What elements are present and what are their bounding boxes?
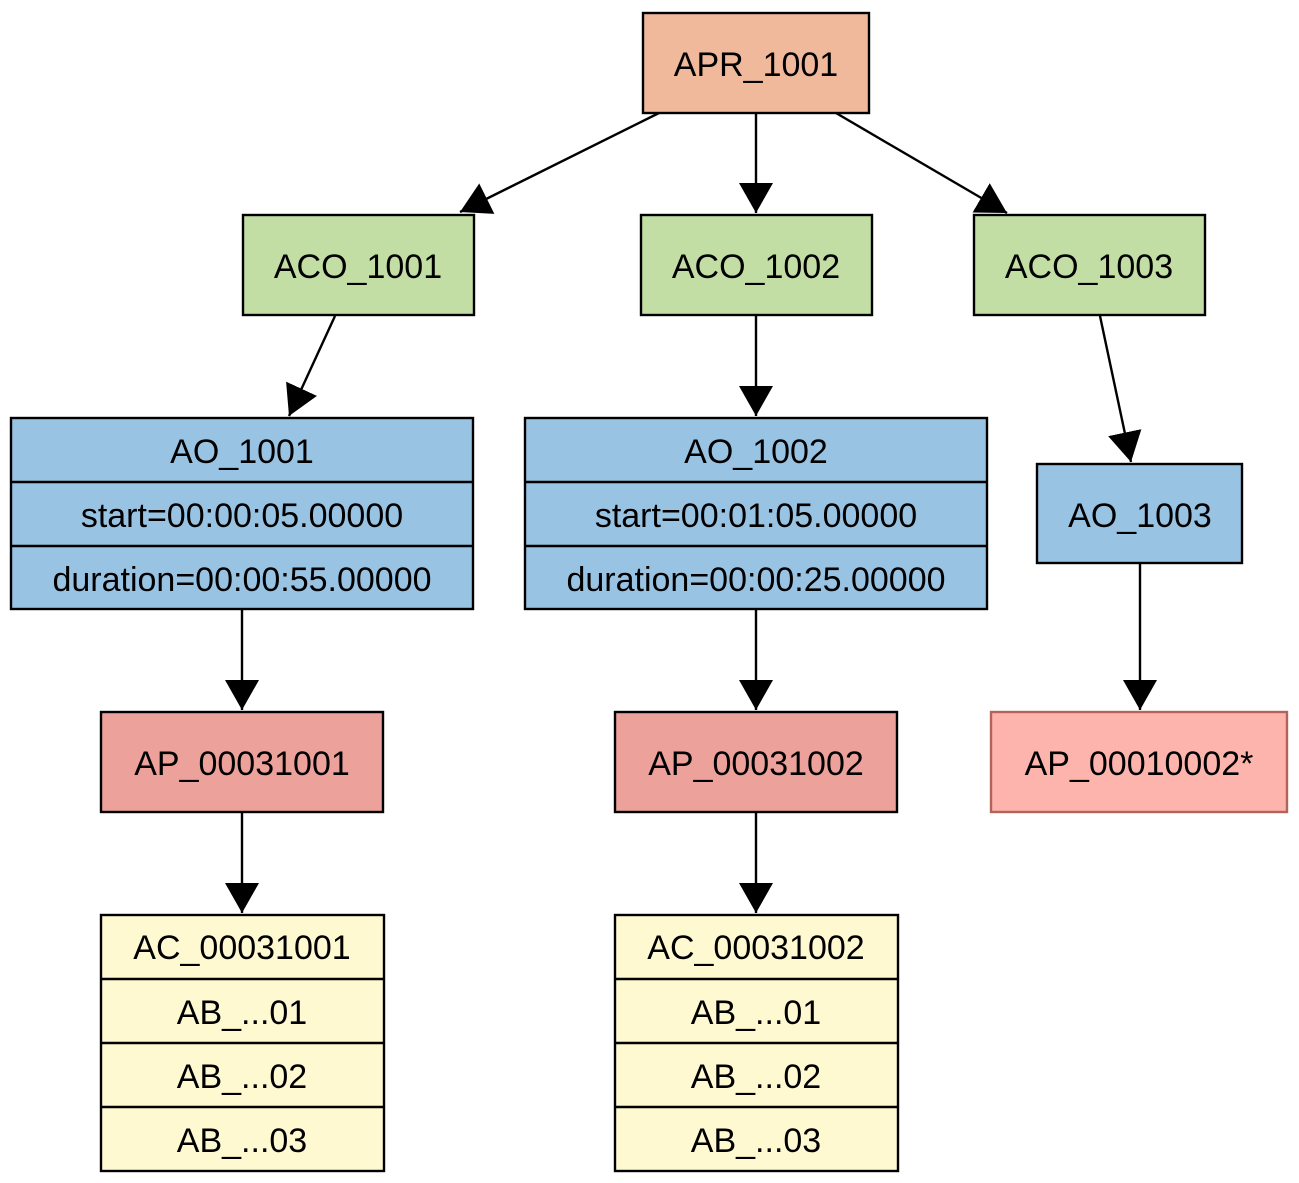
node-box: [241, 213, 476, 317]
node-ap-00031002: AP_00031002: [613, 710, 899, 814]
node-label: APR_1001: [674, 46, 838, 84]
node-box: [639, 213, 874, 317]
node-label: AO_1001: [170, 433, 314, 471]
node-ap-00010002-missing: AP_00010002*: [989, 710, 1289, 814]
node-label: ACO_1003: [1005, 248, 1173, 286]
node-label: AP_00031001: [134, 745, 350, 783]
node-box: [989, 710, 1289, 814]
node-ap-00031001: AP_00031001: [99, 710, 385, 814]
node-label: AP_00010002*: [1025, 745, 1254, 783]
node-label: AO_1002: [684, 433, 828, 471]
node-box: [1035, 462, 1244, 565]
node-duration: duration=00:00:55.00000: [52, 561, 431, 599]
node-box: [972, 213, 1207, 317]
node-item: AB_...02: [691, 1058, 821, 1096]
node-label: ACO_1001: [274, 248, 442, 286]
node-box: [641, 11, 871, 115]
node-start: start=00:01:05.00000: [595, 497, 917, 535]
node-aco-1003: ACO_1003: [972, 213, 1207, 317]
edge-root-aco3: [835, 111, 1008, 215]
node-item: AB_...03: [691, 1122, 821, 1160]
edges: [225, 111, 1157, 913]
node-ao-1001: AO_1001 start=00:00:05.00000 duration=00…: [9, 416, 475, 611]
node-ac-00031002: AC_00031002 AB_...01 AB_...02 AB_...03: [613, 913, 900, 1173]
node-start: start=00:00:05.00000: [81, 497, 403, 535]
node-item: AB_...01: [177, 994, 307, 1032]
node-label: AP_00031002: [648, 745, 864, 783]
node-ac-00031001: AC_00031001 AB_...01 AB_...02 AB_...03: [99, 913, 386, 1173]
node-label: AO_1003: [1068, 497, 1212, 535]
record-box: [523, 416, 989, 611]
node-item: AB_...03: [177, 1122, 307, 1160]
record-box: [9, 416, 475, 611]
node-item: AB_...01: [691, 994, 821, 1032]
node-ao-1002: AO_1002 start=00:01:05.00000 duration=00…: [523, 416, 989, 611]
node-ao-1003: AO_1003: [1035, 462, 1244, 565]
edge-aco1-ao1: [286, 315, 337, 417]
node-apr-1001: APR_1001: [641, 11, 871, 115]
node-label: AC_00031002: [647, 929, 864, 967]
node-aco-1002: ACO_1002: [639, 213, 874, 317]
edge-root-aco1: [459, 111, 660, 214]
node-box: [99, 710, 385, 814]
node-label: ACO_1002: [672, 248, 840, 286]
node-label: AC_00031001: [133, 929, 350, 967]
node-box: [613, 710, 899, 814]
edge-aco3-ao3: [1098, 315, 1142, 463]
node-item: AB_...02: [177, 1058, 307, 1096]
node-duration: duration=00:00:25.00000: [566, 561, 945, 599]
node-aco-1001: ACO_1001: [241, 213, 476, 317]
